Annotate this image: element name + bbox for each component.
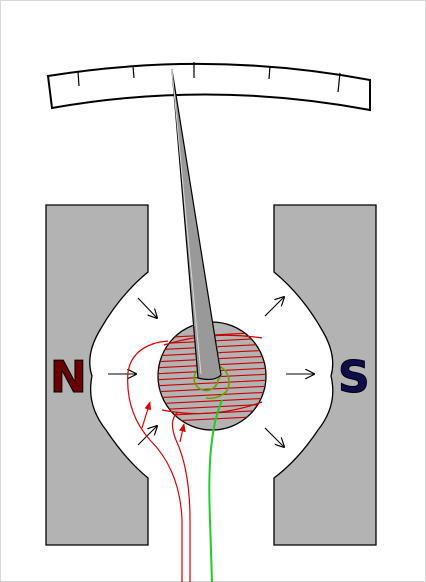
field-arrows	[108, 297, 314, 447]
green-lead	[208, 399, 223, 582]
needle-highlight	[171, 69, 202, 375]
red-lead-outer	[127, 340, 183, 582]
scale-tick	[77, 71, 80, 87]
scale-tick	[337, 72, 341, 93]
south-pole-piece	[273, 204, 377, 546]
meter-scale	[46, 62, 371, 112]
red-lead-arrow-right	[179, 423, 186, 443]
field-arrow-icon	[137, 297, 157, 318]
red-lead-inner	[171, 411, 191, 582]
south-pole-label: S	[338, 352, 370, 403]
meter-needle	[171, 69, 222, 381]
field-arrow-icon	[264, 427, 284, 447]
north-pole-piece	[45, 204, 149, 546]
needle-icon	[171, 69, 222, 381]
field-arrow-icon	[264, 297, 284, 317]
scale-tick	[268, 65, 271, 80]
scale-ticks	[77, 62, 341, 93]
north-pole-label: N	[50, 352, 87, 403]
scale-icon	[46, 62, 371, 112]
scale-tick	[132, 65, 135, 79]
field-arrow-icon	[137, 426, 157, 446]
red-lead-arrow-left	[141, 401, 151, 429]
red-leads	[127, 340, 191, 582]
